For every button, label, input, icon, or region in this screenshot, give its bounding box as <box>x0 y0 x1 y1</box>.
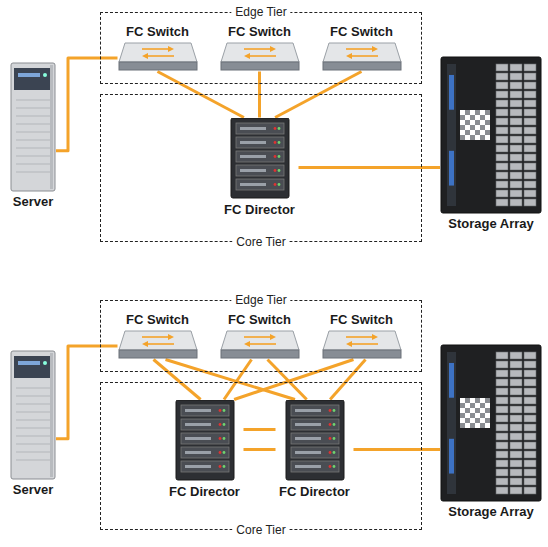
switch-node: FC Switch <box>322 312 402 360</box>
fc-link <box>330 360 365 400</box>
storage-icon <box>440 344 542 502</box>
device-label: FC Switch <box>220 312 300 328</box>
tier-region: Core TierFC Director <box>100 94 422 242</box>
device-label: FC Switch <box>322 24 402 40</box>
device-label: FC Director <box>221 202 299 218</box>
switch-icon <box>322 42 402 72</box>
tier-title: Core Tier <box>232 523 289 537</box>
tier-title: Edge Tier <box>231 293 290 307</box>
switch-icon <box>118 330 198 360</box>
fc-link <box>244 428 276 431</box>
fc-link <box>268 360 307 400</box>
director-node: FC Director <box>221 118 299 218</box>
director-node: FC Director <box>276 400 354 500</box>
switch-node: FC Switch <box>220 312 300 360</box>
device-label: Storage Array <box>440 504 542 520</box>
tier-region: Edge TierFC SwitchFC SwitchFC Switch <box>100 300 422 372</box>
server-icon <box>10 350 56 480</box>
fc-link <box>154 360 201 400</box>
storage-icon <box>440 56 542 214</box>
tier-region: Core TierFC DirectorFC Director <box>100 382 422 530</box>
device-label: Server <box>10 482 56 498</box>
fc-link <box>166 360 296 400</box>
fc-link <box>354 448 441 451</box>
server-node: Server <box>10 62 56 210</box>
switch-node: FC Switch <box>322 24 402 72</box>
director-icon <box>276 400 354 482</box>
tier-region: Edge TierFC SwitchFC SwitchFC Switch <box>100 12 422 84</box>
fc-link <box>56 346 118 439</box>
director-icon <box>221 118 299 200</box>
device-label: FC Switch <box>118 24 198 40</box>
switch-node: FC Switch <box>118 312 198 360</box>
switch-icon <box>118 42 198 72</box>
director-node: FC Director <box>166 400 244 500</box>
director-icon <box>166 400 244 482</box>
tier-title: Core Tier <box>232 235 289 249</box>
fc-link <box>299 166 441 169</box>
device-label: Server <box>10 194 56 210</box>
switch-icon <box>322 330 402 360</box>
switch-node: FC Switch <box>118 24 198 72</box>
server-node: Server <box>10 350 56 498</box>
device-label: FC Switch <box>322 312 402 328</box>
device-label: FC Switch <box>220 24 300 40</box>
switch-icon <box>220 330 300 360</box>
switch-node: FC Switch <box>220 24 300 72</box>
device-label: Storage Array <box>440 216 542 232</box>
fc-link <box>244 448 276 451</box>
fc-link <box>56 58 118 151</box>
device-label: FC Director <box>166 484 244 500</box>
device-label: FC Director <box>276 484 354 500</box>
tier-title: Edge Tier <box>231 5 290 19</box>
server-icon <box>10 62 56 192</box>
storage-node: Storage Array <box>440 56 542 232</box>
storage-node: Storage Array <box>440 344 542 520</box>
switch-icon <box>220 42 300 72</box>
device-label: FC Switch <box>118 312 198 328</box>
